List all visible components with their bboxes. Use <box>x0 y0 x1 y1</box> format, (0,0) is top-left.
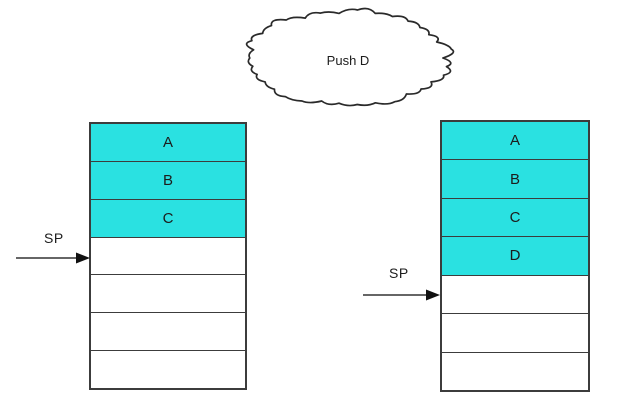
cell-label: C <box>162 209 174 227</box>
stack-cell-d: D <box>442 236 588 275</box>
stack-cell-empty <box>91 350 245 389</box>
stack-cell-empty <box>442 313 588 352</box>
stack-cell-c: C <box>442 197 588 237</box>
sp-pointer-before: SP <box>16 230 92 268</box>
cell-label: D <box>509 247 521 265</box>
stack-cell-b: B <box>91 160 245 199</box>
push-bubble-label: Push D <box>326 53 370 68</box>
stack-cell-empty <box>91 312 245 351</box>
stack-cell-empty <box>442 274 588 314</box>
stack-before: A B C <box>89 122 247 390</box>
cell-label: A <box>509 132 520 150</box>
stack-cell-a: A <box>442 122 588 160</box>
stack-cell-empty <box>91 236 245 275</box>
cloud-outline-icon <box>245 7 455 107</box>
push-bubble: Push D <box>238 4 458 112</box>
cell-label: A <box>162 133 173 151</box>
stack-cell-c: C <box>91 198 245 237</box>
sp-arrow-icon <box>363 289 440 301</box>
stack-cell-empty <box>91 274 245 313</box>
sp-label-after: SP <box>389 265 409 281</box>
stack-after: A B C D <box>440 120 590 392</box>
cell-label: B <box>509 170 520 188</box>
stack-cell-empty <box>442 351 588 390</box>
sp-label-before: SP <box>44 230 64 246</box>
cell-label: C <box>509 209 521 227</box>
cell-label: B <box>162 171 173 189</box>
stack-cell-a: A <box>91 124 245 161</box>
sp-pointer-after: SP <box>363 265 441 303</box>
sp-arrow-icon <box>16 252 90 264</box>
stack-cell-b: B <box>442 159 588 198</box>
